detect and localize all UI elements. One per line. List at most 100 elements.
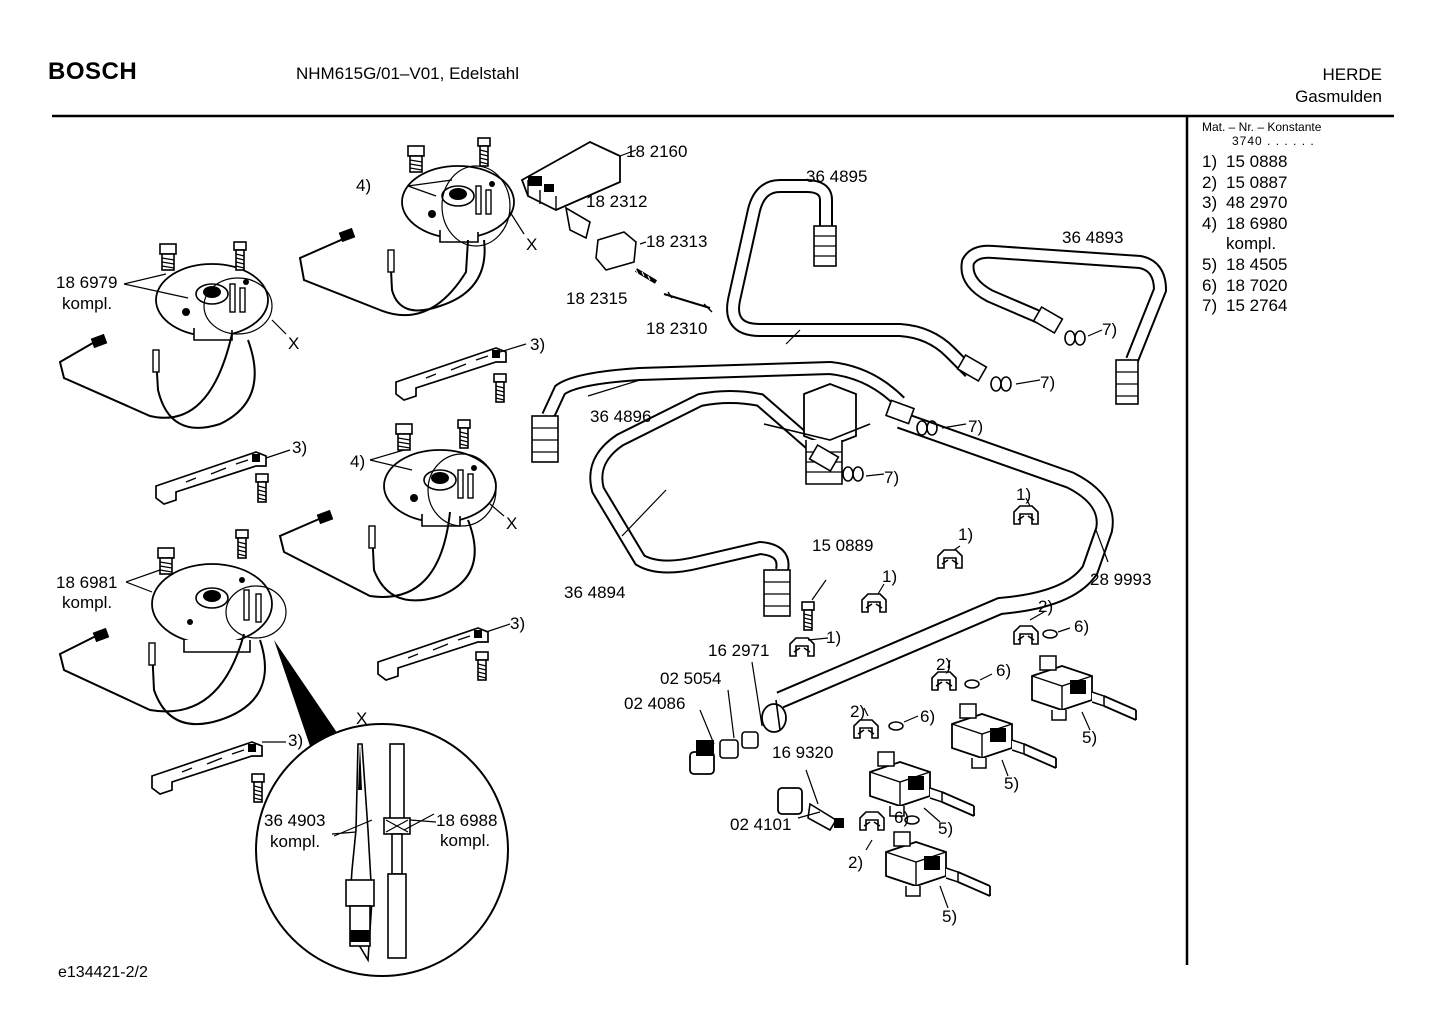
model-title: NHM615G/01–V01, Edelstahl: [296, 64, 520, 83]
label-182312: 18 2312: [586, 192, 647, 211]
label-024086: 02 4086: [624, 694, 685, 713]
label-364895: 36 4895: [806, 167, 867, 186]
label-x: X: [288, 334, 299, 353]
label-182160: 18 2160: [626, 142, 687, 161]
category-label: HERDE: [1322, 65, 1382, 84]
legend-item: 5)18 4505: [1202, 255, 1321, 276]
label-289993: 28 9993: [1090, 570, 1151, 589]
label-ref-2: 2): [1038, 597, 1053, 616]
clips: [789, 497, 1039, 657]
leader-lines: [271, 211, 1109, 563]
label-ref-4: 4): [350, 452, 365, 471]
bracket-parts: [151, 343, 527, 803]
label-x: X: [526, 235, 537, 254]
label-ref-1: 1): [826, 628, 841, 647]
label-ref-6: 6): [920, 707, 935, 726]
label-kompl: kompl.: [62, 294, 112, 313]
legend-item: 6) 18 7020: [1202, 276, 1321, 297]
label-ref-5: 5): [1082, 728, 1097, 747]
burner-top: [298, 137, 515, 317]
label-ref-2: 2): [936, 655, 951, 674]
label-ref-2: 2): [848, 853, 863, 872]
label-ref-7: 7): [968, 417, 983, 436]
legend-item-num: 6): [1202, 275, 1218, 295]
label-182315: 18 2315: [566, 289, 627, 308]
label-364894: 36 4894: [564, 583, 625, 602]
legend-item-num: 2): [1202, 172, 1218, 192]
label-182310: 18 2310: [646, 319, 707, 338]
label-kompl: kompl.: [270, 832, 320, 851]
gas-pipes: [531, 179, 1168, 733]
label-364903: 36 4903: [264, 811, 325, 830]
label-ref-4: 4): [356, 176, 371, 195]
label-ref-2: 2): [850, 702, 865, 721]
label-182313: 18 2313: [646, 232, 707, 251]
brand-logo: BOSCH: [48, 58, 138, 85]
label-186988: 18 6988: [436, 811, 497, 830]
fittings: [689, 579, 844, 832]
label-186979: 18 6979: [56, 273, 117, 292]
label-ref-1: 1): [958, 525, 973, 544]
legend-item-part: 15 0887: [1226, 172, 1288, 192]
label-ref-7: 7): [1040, 373, 1055, 392]
gas-distributor: [763, 305, 1064, 485]
ignition-parts: [520, 140, 713, 313]
legend-title: Mat. – Nr. – Konstante: [1202, 120, 1322, 134]
label-ref-3: 3): [288, 731, 303, 750]
drawing-id: e134421-2/2: [58, 964, 148, 981]
legend-item: kompl.: [1202, 234, 1321, 255]
label-x: X: [356, 709, 367, 728]
legend-item: 1) 15 0888: [1202, 152, 1321, 173]
label-ref-5: 5): [942, 907, 957, 926]
label-ref-3: 3): [510, 614, 525, 633]
label-150889: 15 0889: [812, 536, 873, 555]
label-364896: 36 4896: [590, 407, 651, 426]
category-block: HERDE Gasmulden: [1295, 64, 1382, 108]
subcategory-label: Gasmulden: [1295, 87, 1382, 106]
legend-item-part: 18 4505: [1226, 254, 1288, 274]
label-ref-1: 1): [882, 567, 897, 586]
label-ref-3: 3): [530, 335, 545, 354]
label-162971: 16 2971: [708, 641, 769, 660]
gas-valves: [853, 611, 1137, 909]
label-ref-5: 5): [1004, 774, 1019, 793]
legend-item-num: 4): [1202, 213, 1218, 233]
legend-item-num: 3): [1202, 193, 1218, 213]
legend-item-num: 7): [1202, 296, 1218, 316]
burner-left-lower: [58, 529, 287, 726]
label-ref-3: 3): [292, 438, 307, 457]
burner-left-upper: [58, 241, 273, 429]
legend-item-num: 1): [1202, 152, 1218, 171]
label-kompl: kompl.: [440, 831, 490, 850]
legend-item-part: 18 7020: [1226, 275, 1288, 295]
label-025054: 02 5054: [660, 669, 721, 688]
label-364893: 36 4893: [1062, 228, 1123, 247]
label-ref-1: 1): [1016, 485, 1031, 504]
label-ref-6: 6): [894, 808, 909, 827]
legend-item-part: 15 0888: [1226, 152, 1288, 171]
label-ref-7: 7): [1102, 320, 1117, 339]
label-ref-6: 6): [996, 661, 1011, 680]
legend-item-part: 48 2970: [1226, 193, 1288, 213]
callout-labels: 18 2160 18 2312 18 2313 18 2315 18 2310 …: [56, 142, 1151, 926]
label-ref-7: 7): [884, 468, 899, 487]
burner-middle: [278, 419, 497, 602]
legend-item: 3) 48 2970: [1202, 193, 1321, 214]
label-ref-6: 6): [1074, 617, 1089, 636]
detail-view-x: [255, 640, 509, 977]
legend-item-part: 15 2764: [1226, 296, 1288, 316]
legend-item: 7) 15 2764: [1202, 296, 1321, 317]
legend-item: 2) 15 0887: [1202, 173, 1321, 194]
label-169320: 16 9320: [772, 743, 833, 762]
label-kompl: kompl.: [62, 593, 112, 612]
label-x: X: [506, 514, 517, 533]
label-186981: 18 6981: [56, 573, 117, 592]
o-rings: [842, 329, 1103, 482]
label-ref-5: 5): [938, 819, 953, 838]
legend-item-part: 18 6980: [1226, 213, 1288, 233]
legend-item: 4) 18 6980: [1202, 214, 1321, 235]
legend-constant: 3740 . . . . . .: [1232, 134, 1315, 148]
legend-item-part: kompl.: [1226, 234, 1277, 254]
parts-legend: Mat. – Nr. – Konstante 3740 . . . . . . …: [1202, 120, 1321, 317]
